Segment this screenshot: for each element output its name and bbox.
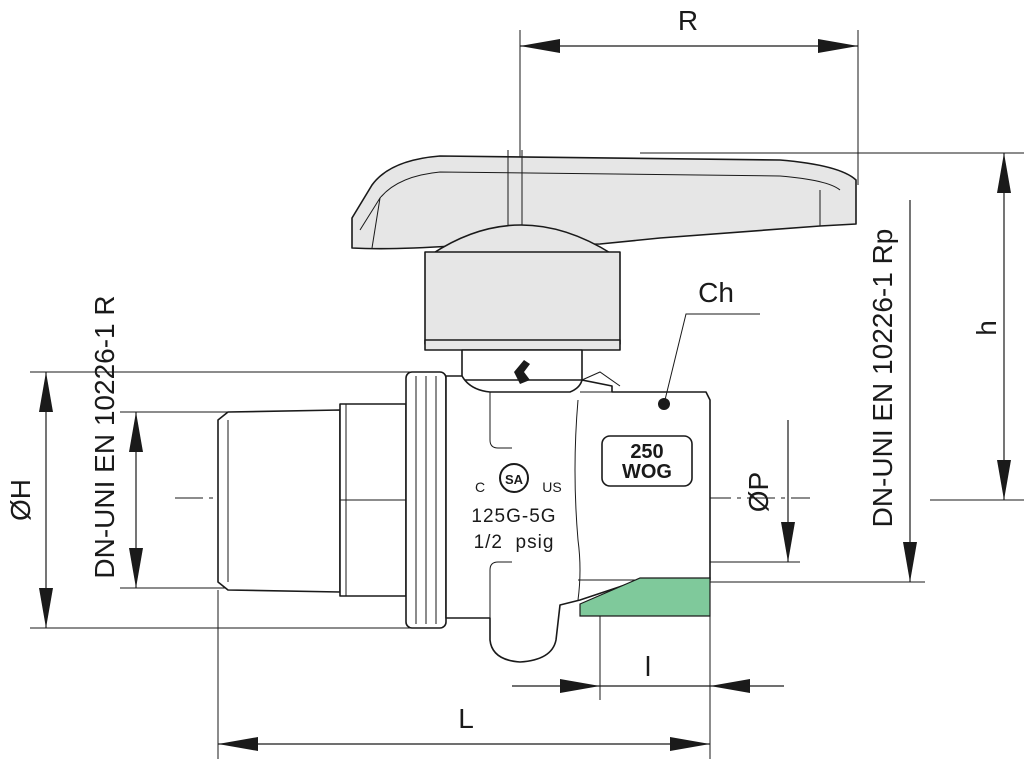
handle-dome	[431, 224, 613, 255]
flange-ring	[405, 371, 447, 629]
dim-R-label: R	[678, 5, 698, 36]
dim-l	[512, 679, 784, 693]
dim-left-thread	[129, 412, 143, 588]
dim-R	[520, 39, 858, 53]
dim-l-label: l	[645, 651, 651, 682]
flow-arrow-icon	[514, 360, 530, 384]
dim-h-label: h	[971, 320, 1002, 336]
lever-handle	[351, 150, 857, 250]
stem-cap	[424, 251, 621, 351]
cert-suffix: US	[542, 479, 561, 495]
right-thread-label: DN-UNI EN 10226-1 Rp	[867, 229, 898, 528]
dim-L-label: L	[458, 703, 474, 734]
ch-leader-line	[663, 313, 760, 405]
female-thread-highlight	[579, 577, 711, 617]
pressure-rating-unit: WOG	[622, 461, 672, 483]
rating-line-1: 125G-5G	[471, 506, 556, 527]
extension-lines	[30, 30, 1024, 759]
rating-line-2: 1/2 psig	[474, 532, 555, 553]
csa-logo-text: SA	[505, 472, 524, 487]
dim-right-thread	[903, 200, 917, 582]
cert-prefix: C	[475, 479, 485, 495]
male-thread-end	[217, 409, 341, 593]
dim-OH-label: ØH	[5, 479, 36, 521]
dim-OP	[781, 420, 795, 562]
dim-L	[218, 737, 710, 751]
pressure-rating-value: 250	[630, 441, 663, 463]
dim-OH	[39, 372, 53, 628]
body-details	[489, 371, 706, 618]
csa-logo: SA	[499, 463, 529, 493]
left-thread-label: DN-UNI EN 10226-1 R	[89, 295, 120, 578]
dim-h	[997, 153, 1011, 500]
left-hex	[339, 403, 407, 597]
dim-OP-label: ØP	[743, 472, 774, 512]
dim-Ch-label: Ch	[698, 277, 734, 308]
